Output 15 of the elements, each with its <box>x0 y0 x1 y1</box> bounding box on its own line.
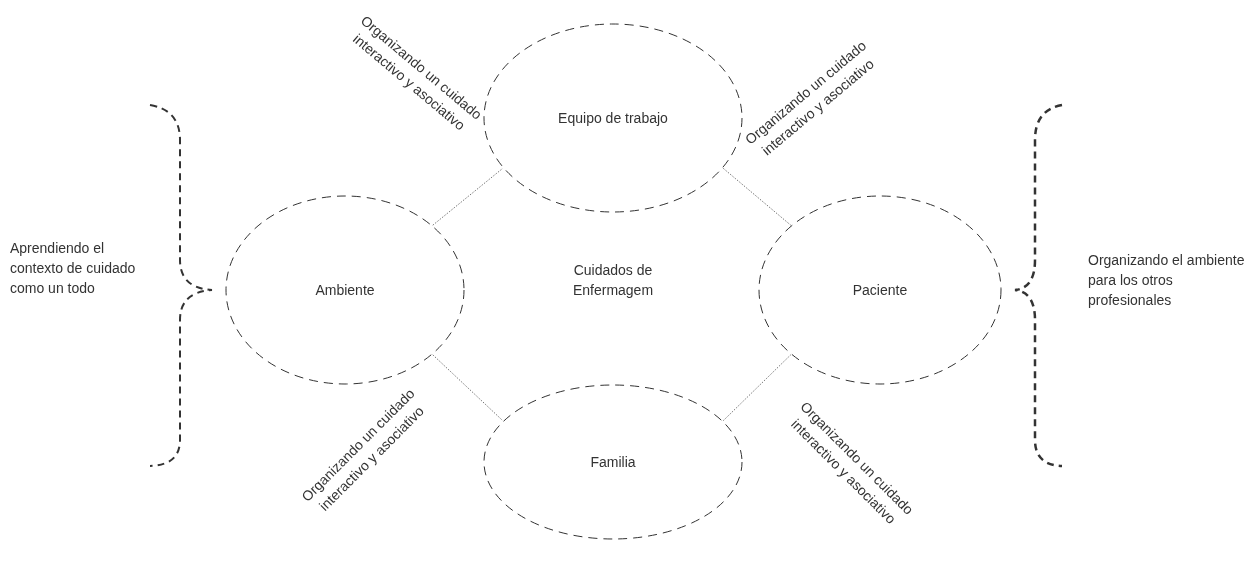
dashed-ellipse <box>225 195 465 385</box>
bracket-label: Organizando el ambiente para los otros profesionales <box>1088 251 1246 310</box>
dashed-ellipse <box>483 23 743 213</box>
bracket-label: Aprendiendo el contexto de cuidado como un todo <box>10 239 137 298</box>
node-label: Paciente <box>851 281 909 300</box>
node-label: Equipo de trabajo <box>557 109 669 128</box>
connector-line <box>432 354 504 422</box>
connector-line <box>722 167 792 226</box>
connector-line <box>432 167 504 226</box>
dashed-ellipse <box>483 384 743 540</box>
node-label: Familia <box>589 453 637 472</box>
node-label: Ambiente <box>314 281 376 300</box>
dashed-ellipse <box>758 195 1002 385</box>
connector-line <box>722 354 792 422</box>
center-label: Cuidados de Enfermagem <box>571 261 655 300</box>
